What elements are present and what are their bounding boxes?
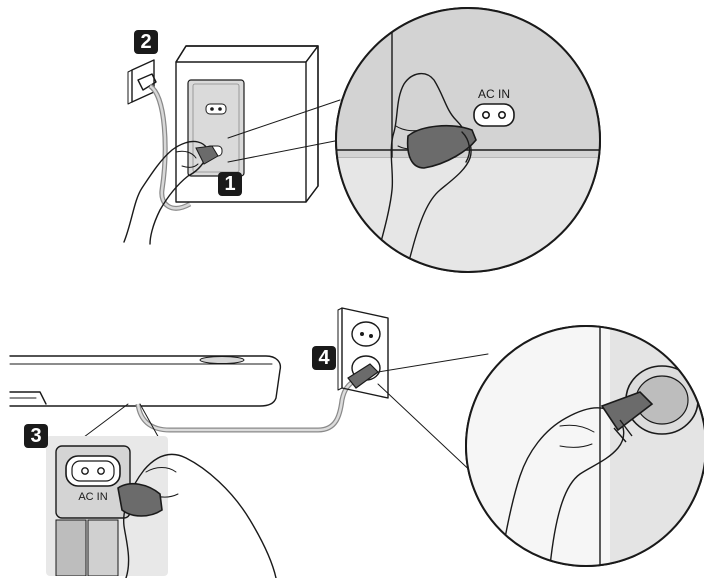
svg-text:3: 3 — [30, 425, 41, 447]
ac-in-socket-top — [473, 103, 515, 127]
hand-subwoofer — [123, 140, 219, 245]
power-cable-top — [148, 83, 192, 211]
svg-text:2: 2 — [140, 31, 151, 53]
ac-in-label-bottom: AC IN — [78, 491, 107, 503]
subwoofer — [175, 45, 319, 203]
wall-outlet-top — [127, 59, 157, 105]
power-cable-bottom — [135, 377, 358, 433]
ac-in-inset-bottom: AC IN — [46, 436, 277, 578]
svg-text:1: 1 — [224, 173, 235, 195]
bottom-scene: AC IN 3 4 — [9, 307, 704, 578]
wall-outlet-bottom — [337, 307, 389, 399]
magnifier-bottom — [465, 325, 704, 567]
step-badge-4: 4 — [312, 346, 336, 370]
step-badge-1: 1 — [218, 172, 242, 196]
step-badge-2: 2 — [134, 30, 158, 54]
step-badge-3: 3 — [24, 424, 48, 448]
svg-text:4: 4 — [318, 347, 330, 369]
magnifier-top: AC IN — [335, 7, 601, 273]
ac-in-label-top: AC IN — [478, 87, 510, 101]
top-scene: AC IN 2 1 — [123, 7, 601, 273]
subwoofer-rear-panel — [187, 79, 245, 177]
soundbar — [9, 355, 282, 407]
